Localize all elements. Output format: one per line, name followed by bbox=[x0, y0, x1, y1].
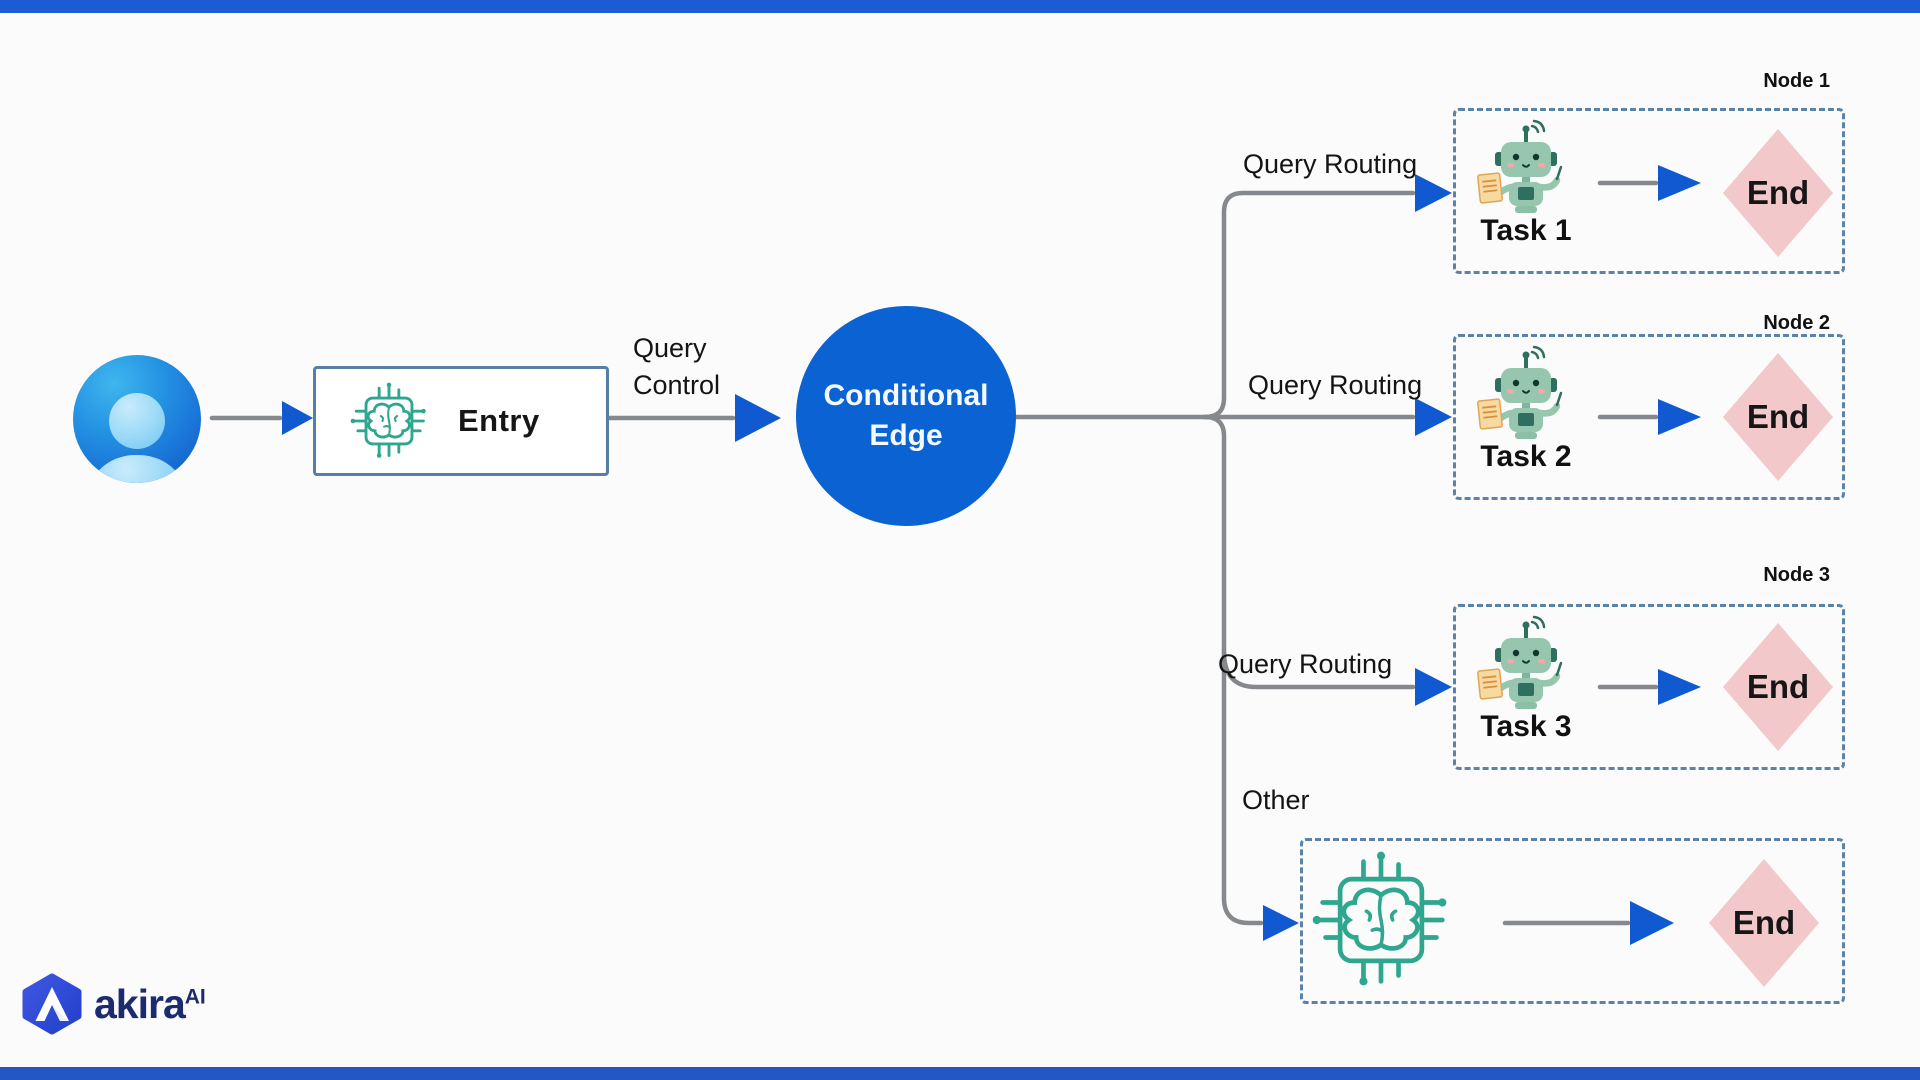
arrowhead-into-node2 bbox=[1415, 398, 1452, 436]
task2-agent: Task 2 bbox=[1460, 340, 1592, 474]
entry-node-label: Entry bbox=[458, 403, 540, 438]
edge-label-query-routing-2: Query Routing bbox=[1248, 370, 1423, 400]
arrowhead-task3-end bbox=[1658, 669, 1701, 705]
conditional-edge-node: Conditional Edge bbox=[796, 306, 1016, 526]
brain-chip-icon bbox=[348, 380, 430, 462]
end-label: End bbox=[1746, 174, 1810, 211]
brand-sup: AI bbox=[184, 984, 206, 1008]
edge-branch-to-other bbox=[1202, 414, 1264, 926]
user-avatar-icon bbox=[73, 355, 201, 483]
robot-icon bbox=[1477, 345, 1563, 439]
bottom-accent-bar bbox=[0, 1067, 1920, 1080]
arrowhead-into-entry bbox=[282, 401, 313, 435]
node3-box bbox=[1453, 604, 1845, 770]
task1-agent: Task 1 bbox=[1460, 114, 1592, 248]
brand-wordmark: akiraAI bbox=[94, 980, 206, 1027]
brain-chip-icon-large bbox=[1308, 847, 1454, 993]
arrowhead-task2-end bbox=[1658, 399, 1701, 435]
other-box bbox=[1300, 838, 1845, 1004]
robot-icon bbox=[1477, 615, 1563, 709]
arrowhead-other-end bbox=[1630, 901, 1674, 945]
node1-box bbox=[1453, 108, 1845, 274]
node3-tag: Node 3 bbox=[1763, 564, 1830, 586]
edge-label-query-routing-3: Query Routing bbox=[1218, 649, 1393, 679]
arrowhead-into-other bbox=[1263, 905, 1299, 941]
task3-label: Task 3 bbox=[1480, 710, 1572, 743]
node2-box bbox=[1453, 334, 1845, 500]
task2-label: Task 2 bbox=[1480, 440, 1572, 473]
akira-hexagon-icon bbox=[22, 973, 82, 1035]
conditional-edge-label-line2: Edge bbox=[869, 419, 943, 452]
conditional-edge-label-line1: Conditional bbox=[823, 379, 989, 412]
node1-tag: Node 1 bbox=[1763, 70, 1830, 92]
task3-agent: Task 3 bbox=[1460, 610, 1592, 744]
top-accent-bar bbox=[0, 0, 1920, 13]
avatar-head bbox=[109, 393, 165, 450]
edge-label-other: Other bbox=[1242, 785, 1310, 815]
end-label: End bbox=[1732, 904, 1796, 941]
brand-logo: akiraAI bbox=[20, 972, 206, 1036]
node2-tag: Node 2 bbox=[1763, 312, 1830, 334]
arrowhead-into-node3 bbox=[1415, 668, 1452, 706]
edge-label-query-control: Query Control bbox=[633, 333, 721, 400]
avatar-shoulders bbox=[85, 454, 189, 483]
robot-icon bbox=[1477, 119, 1563, 213]
arrowhead-into-conditional bbox=[735, 394, 781, 442]
entry-node: Entry bbox=[313, 366, 609, 476]
task1-label: Task 1 bbox=[1480, 214, 1572, 247]
arrowhead-into-node1 bbox=[1415, 174, 1452, 212]
end-label: End bbox=[1746, 398, 1810, 435]
end-label: End bbox=[1746, 668, 1810, 705]
arrowhead-task1-end bbox=[1658, 165, 1701, 201]
edge-label-query-routing-1: Query Routing bbox=[1243, 149, 1418, 179]
